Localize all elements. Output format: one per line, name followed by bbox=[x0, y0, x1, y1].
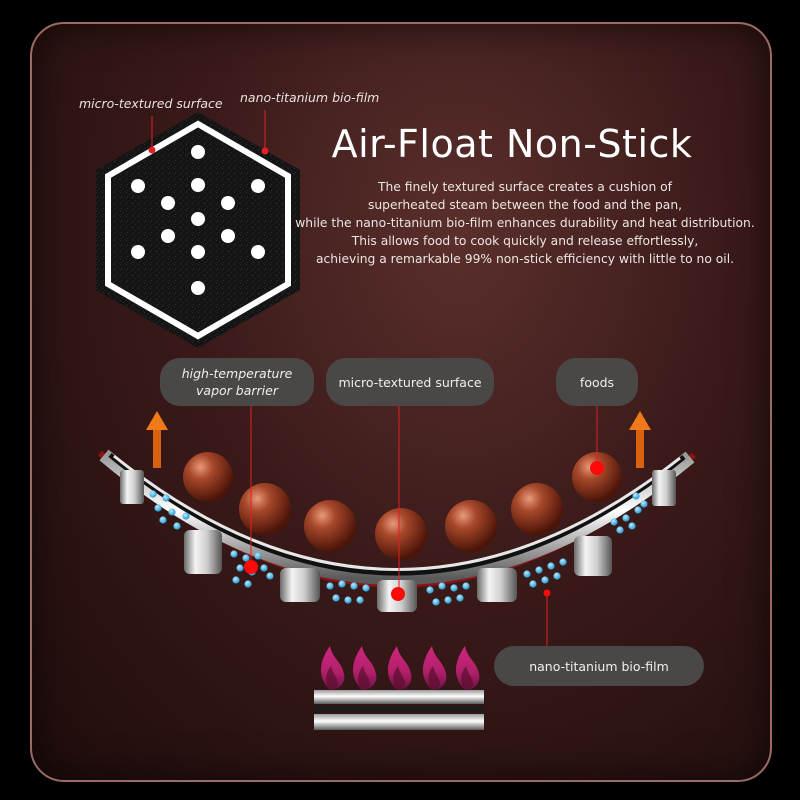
callout-vapor-barrier-line: vapor barrier bbox=[196, 383, 278, 398]
callout-micro-surface: micro-textured surface bbox=[326, 358, 494, 406]
description-line: This allows food to cook quickly and rel… bbox=[351, 234, 699, 248]
upward-arrow-icon bbox=[146, 411, 651, 468]
callout-vapor-barrier: high-temperature vapor barrier bbox=[160, 358, 314, 406]
hex-label-micro-surface: micro-textured surface bbox=[79, 96, 223, 111]
page-title: Air-Float Non-Stick bbox=[331, 122, 693, 166]
steam-bubble-icon bbox=[149, 490, 648, 606]
description-line: The finely textured surface creates a cu… bbox=[377, 180, 672, 194]
micro-textured-posts bbox=[120, 470, 676, 612]
hexagon-texture-icon bbox=[96, 110, 300, 348]
description-line: superheated steam between the food and t… bbox=[367, 198, 683, 212]
description-line: while the nano-titanium bio-film enhance… bbox=[295, 216, 755, 230]
hex-label-bio-film: nano-titanium bio-film bbox=[240, 90, 380, 105]
callout-foods: foods bbox=[556, 358, 638, 406]
description-line: achieving a remarkable 99% non-stick eff… bbox=[315, 252, 735, 266]
callout-vapor-barrier-line: high-temperature bbox=[181, 366, 293, 381]
food-balls bbox=[183, 452, 622, 560]
burner bbox=[314, 690, 484, 730]
callout-lines bbox=[244, 404, 604, 646]
description: The finely textured surface creates a cu… bbox=[288, 178, 762, 268]
callout-bio-film: nano-titanium bio-film bbox=[494, 646, 704, 686]
